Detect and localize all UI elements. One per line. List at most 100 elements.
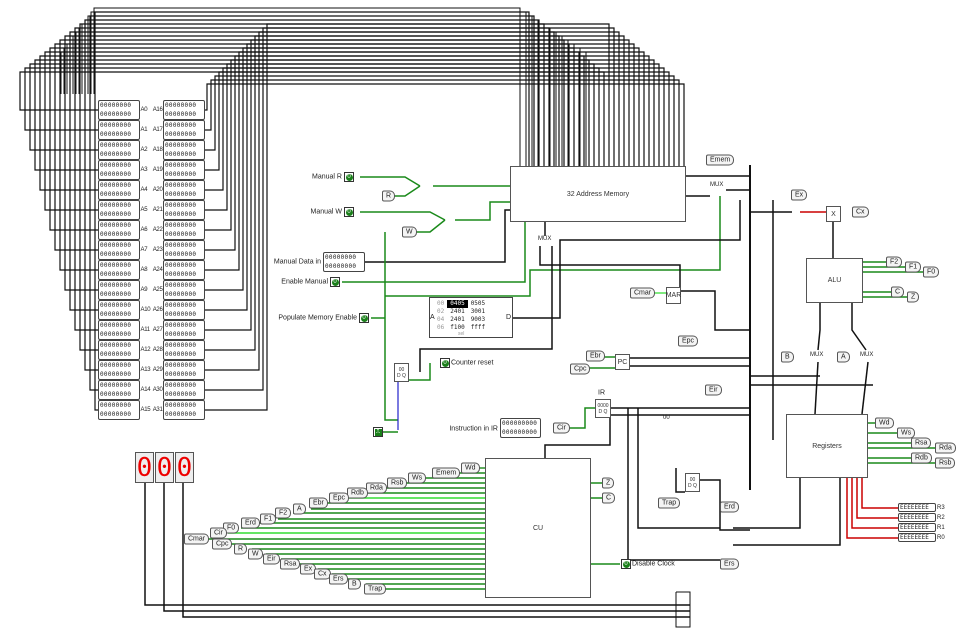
- wire: [59, 39, 565, 271]
- memory-cell-display[interactable]: 00000000 00000000: [163, 260, 205, 280]
- cell-row: 00000000: [165, 202, 197, 209]
- wire: [817, 303, 821, 351]
- disable-clock-pin[interactable]: 0: [621, 559, 631, 569]
- wire: [360, 211, 446, 221]
- cell-row: 00000000: [100, 162, 132, 169]
- tunnel-w: W: [402, 226, 417, 238]
- tunnel-a: A: [837, 351, 850, 363]
- x-register[interactable]: X: [826, 206, 841, 222]
- address-label: A30: [152, 387, 163, 393]
- cell-row: 00000000: [100, 302, 132, 309]
- cell-row: 00000000: [165, 262, 197, 269]
- tunnel-eir: Eir: [263, 553, 280, 565]
- wire: [675, 468, 685, 493]
- wire: [562, 407, 595, 429]
- tunnel-rsa: Rsa: [280, 558, 301, 570]
- cell-row: 00000000: [100, 182, 132, 189]
- memory-block[interactable]: 32 Address Memory: [510, 166, 686, 222]
- manual-r-pin[interactable]: 0: [344, 172, 354, 182]
- tunnel-alu-f2: F2: [886, 256, 903, 268]
- tunnel-reg-rsa: Rsa: [911, 437, 932, 449]
- mar-register[interactable]: MAR: [666, 287, 681, 304]
- address-label: A0: [140, 107, 148, 113]
- cu-block[interactable]: CU: [485, 458, 591, 598]
- tunnel-ws: Ws: [408, 472, 427, 484]
- tunnel-cx: Cx: [852, 206, 869, 218]
- cell-row: 00000000: [100, 142, 132, 149]
- cell-row: 00000000: [100, 211, 132, 218]
- cell-row: 00000000: [165, 351, 197, 358]
- cell-row: 00000000: [165, 242, 197, 249]
- address-label: A11: [140, 327, 151, 333]
- wire: [851, 303, 867, 351]
- alu-block[interactable]: ALU: [806, 258, 863, 303]
- wire: [39, 55, 585, 191]
- tunnel-ers: Ers: [329, 573, 348, 585]
- manual-w-pin[interactable]: 0: [344, 207, 354, 217]
- tunnel-w: W: [248, 548, 263, 560]
- tunnel-reg-rsb: Rsb: [935, 457, 956, 469]
- populate-memory-pin[interactable]: 0: [359, 313, 369, 323]
- populate-memory-label: Populate Memory Enable: [278, 314, 357, 322]
- wire: [205, 63, 660, 211]
- rom-sel-label: sel: [458, 331, 465, 337]
- register-display: EEEEEEEE: [898, 513, 936, 522]
- clock-icon[interactable]: ⎍: [373, 427, 383, 437]
- wire: [78, 27, 551, 166]
- manual-data-in-label: Manual Data in: [273, 258, 321, 266]
- cell-row: 00000000: [165, 271, 197, 278]
- tunnel-r: R: [382, 190, 396, 202]
- cell-row: 00000000: [100, 122, 132, 129]
- pc-register[interactable]: PC: [615, 354, 630, 370]
- cell-row: 00000000: [100, 382, 132, 389]
- tunnel-ebr: Ebr: [586, 350, 605, 362]
- enable-manual-pin[interactable]: 0: [330, 277, 340, 287]
- cell-row: 00000000: [165, 102, 197, 109]
- tunnel-ers: Ers: [720, 558, 739, 570]
- counter-reset-pin[interactable]: 0: [440, 358, 450, 368]
- address-label: A2: [140, 147, 148, 153]
- tunnel-cpc: Cpc: [570, 363, 591, 375]
- hex-digit-display: 0: [175, 452, 194, 483]
- manual-r-label: Manual R: [312, 173, 342, 181]
- tunnel-reg-rda: Rda: [935, 442, 956, 454]
- registers-block[interactable]: Registers: [786, 414, 868, 478]
- tunnel-epc: Epc: [329, 492, 350, 504]
